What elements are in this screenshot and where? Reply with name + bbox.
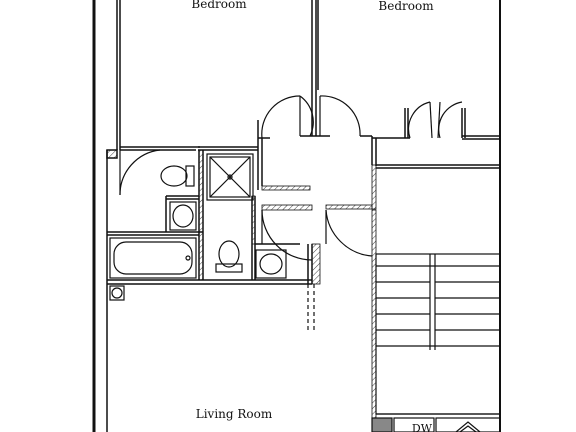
sink-icon-lower bbox=[255, 249, 287, 279]
hatched-walls bbox=[198, 149, 377, 432]
doors bbox=[119, 95, 463, 330]
range-icon bbox=[455, 421, 481, 432]
water-heater-icon bbox=[109, 285, 125, 301]
room-label-living-room: Living Room bbox=[196, 407, 273, 421]
staircase-icon bbox=[375, 253, 501, 415]
toilet-icon-lower bbox=[215, 240, 243, 273]
bedroom-walls bbox=[116, 0, 500, 190]
shower-icon bbox=[206, 153, 254, 201]
sink-icon bbox=[169, 201, 197, 231]
room-label-bedroom-left: Bedroom bbox=[191, 0, 247, 11]
appliance-label-dishwasher: DW bbox=[412, 422, 433, 432]
exterior-walls bbox=[92, 0, 501, 432]
bathtub-icon bbox=[109, 237, 197, 279]
room-label-bedroom-right: Bedroom bbox=[378, 0, 434, 13]
toilet-icon bbox=[160, 165, 195, 187]
kitchen-counter bbox=[371, 417, 501, 432]
